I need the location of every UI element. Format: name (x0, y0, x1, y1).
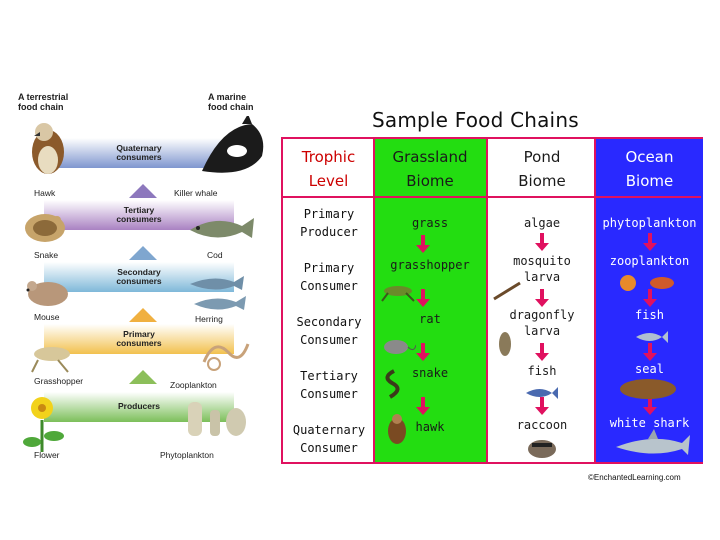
snake-icon (20, 206, 70, 246)
level-tertiary-consumer: Tertiary Consumer (287, 367, 371, 403)
zooplankton-icon (616, 271, 686, 295)
zooplankton-icon (194, 332, 254, 376)
down-arrow-icon (535, 233, 549, 251)
raccoon-icon (524, 435, 560, 461)
up-arrow-icon (129, 308, 157, 322)
up-arrow-icon (129, 246, 157, 260)
ocean-cell: phytoplankton (596, 215, 703, 231)
grassland-cell: grasshopper (374, 257, 486, 273)
column-divider (373, 139, 375, 462)
animal-label-zooplankton: Zooplankton (170, 380, 217, 390)
mouse-icon (20, 270, 76, 310)
column-divider (486, 139, 488, 462)
trophic-level-column: Trophic Level Primary Producer Primary C… (283, 139, 374, 462)
down-arrow-icon (416, 289, 430, 307)
pond-cell: raccoon (488, 417, 596, 433)
header-trophic-level: Trophic Level (283, 145, 374, 193)
header-grassland: Grassland Biome (374, 145, 486, 193)
fish-icon (524, 385, 560, 401)
down-arrow-icon (416, 343, 430, 361)
animal-label-mouse: Mouse (34, 312, 60, 322)
pond-cell: algae (488, 215, 596, 231)
down-arrow-icon (416, 235, 430, 253)
level-secondary-consumer: Secondary Consumer (287, 313, 371, 349)
rat-icon (380, 335, 416, 357)
ocean-cell: zooplankton (596, 253, 703, 269)
grasshopper-icon (28, 336, 78, 376)
down-arrow-icon (535, 289, 549, 307)
level-quaternary-consumer: Quaternary Consumer (287, 421, 371, 457)
cod-icon (186, 212, 256, 246)
animal-label-cod: Cod (207, 250, 223, 260)
animal-label-phytoplankton: Phytoplankton (160, 450, 214, 460)
flower-icon (20, 392, 80, 456)
copyright-text: ©EnchantedLearning.com (588, 473, 681, 482)
up-arrow-icon (129, 370, 157, 384)
level-primary-consumer: Primary Consumer (287, 259, 371, 295)
pond-cell: fish (488, 363, 596, 379)
terrestrial-marine-diagram: A terrestrial food chain A marine food c… (14, 88, 264, 468)
animal-label-herring: Herring (195, 314, 223, 324)
pond-column: Pond Biome algae mosquito larva dragonfl… (488, 139, 596, 462)
grassland-column: Grassland Biome grass grasshopper rat sn… (374, 139, 486, 462)
header-pond: Pond Biome (488, 145, 596, 193)
header-divider (283, 196, 701, 198)
down-arrow-icon (416, 397, 430, 415)
level-primary-producer: Primary Producer (287, 205, 371, 241)
phytoplankton-icon (182, 392, 252, 448)
shark-icon (612, 429, 692, 461)
down-arrow-icon (535, 343, 549, 361)
hawk-icon (382, 413, 412, 447)
mosquito-larva-icon (492, 279, 522, 303)
page-title: Sample Food Chains (372, 108, 579, 132)
seal-icon (616, 375, 682, 401)
hawk-icon (20, 122, 76, 184)
grassland-cell: grass (374, 215, 486, 231)
animal-label-snake: Snake (34, 250, 58, 260)
animal-label-flower: Flower (34, 450, 60, 460)
fish-icon (634, 329, 668, 345)
ocean-column: Ocean Biome phytoplankton zooplankton fi… (596, 139, 703, 462)
snake-icon (378, 367, 408, 403)
dragonfly-larva-icon (492, 329, 518, 359)
up-arrow-icon (129, 184, 157, 198)
column-divider (594, 139, 596, 462)
header-ocean: Ocean Biome (596, 145, 703, 193)
animal-label-grasshopper: Grasshopper (34, 376, 83, 386)
grasshopper-icon (380, 279, 418, 303)
down-arrow-icon (643, 233, 657, 251)
ocean-cell: fish (596, 307, 703, 323)
killer-whale-icon (192, 116, 272, 186)
animal-label-hawk: Hawk (34, 188, 55, 198)
down-arrow-icon (643, 343, 657, 361)
marine-title: A marine food chain (208, 92, 254, 112)
food-chain-table: Trophic Level Primary Producer Primary C… (281, 137, 703, 464)
grassland-cell: rat (374, 311, 486, 327)
terrestrial-title: A terrestrial food chain (18, 92, 68, 112)
animal-label-killer-whale: Killer whale (174, 188, 217, 198)
herring-icon (186, 272, 250, 316)
